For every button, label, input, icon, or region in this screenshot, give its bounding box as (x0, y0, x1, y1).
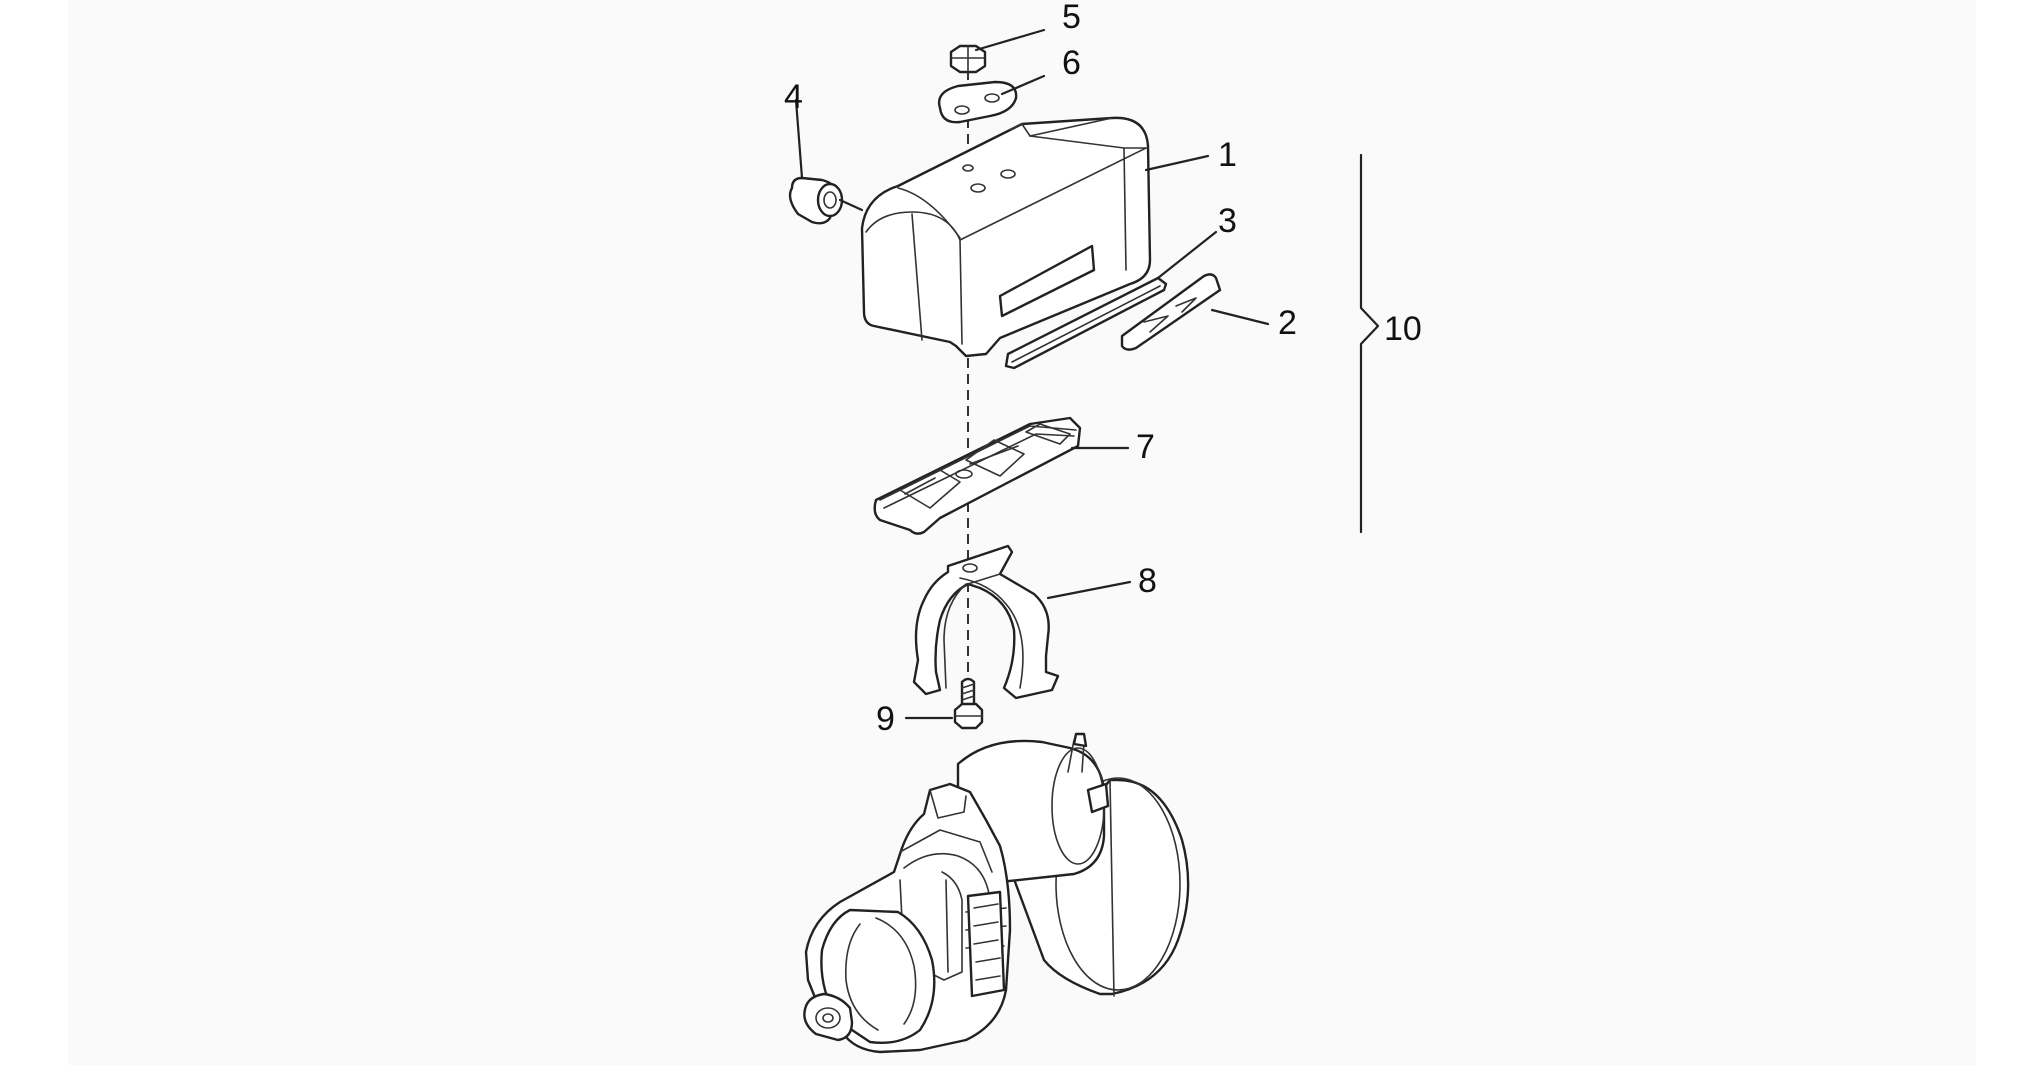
callout-2: 2 (1278, 304, 1297, 342)
leader-3 (1156, 230, 1218, 280)
leader-4 (794, 98, 804, 180)
part-7-insulation-tray (873, 416, 1082, 535)
callout-5: 5 (1062, 0, 1081, 36)
callout-10: 10 (1384, 310, 1422, 348)
leader-lines (794, 28, 1380, 720)
leader-8 (1046, 580, 1132, 600)
starter-motor (803, 732, 1190, 1054)
callout-4: 4 (784, 78, 803, 116)
part-1-cover (860, 116, 1152, 358)
part-6-washer-plate (937, 80, 1018, 124)
callout-6: 6 (1062, 44, 1081, 82)
brace-10 (1359, 153, 1380, 534)
callout-9: 9 (876, 700, 895, 738)
part-4-rubber-cap (788, 176, 844, 225)
leader-5 (974, 28, 1046, 52)
leader-2 (1210, 308, 1270, 326)
part-2-label-plate (1120, 273, 1222, 351)
part-8-clamp-bracket (912, 544, 1060, 700)
leader-1 (1144, 154, 1210, 172)
callout-3: 3 (1218, 202, 1237, 240)
leader-6 (1000, 74, 1046, 96)
leader-4b (838, 198, 864, 212)
callout-8: 8 (1138, 562, 1157, 600)
part-5-nut (949, 44, 987, 74)
callout-7: 7 (1136, 428, 1155, 466)
callout-1: 1 (1218, 136, 1237, 174)
part-9-bolt (953, 677, 984, 730)
